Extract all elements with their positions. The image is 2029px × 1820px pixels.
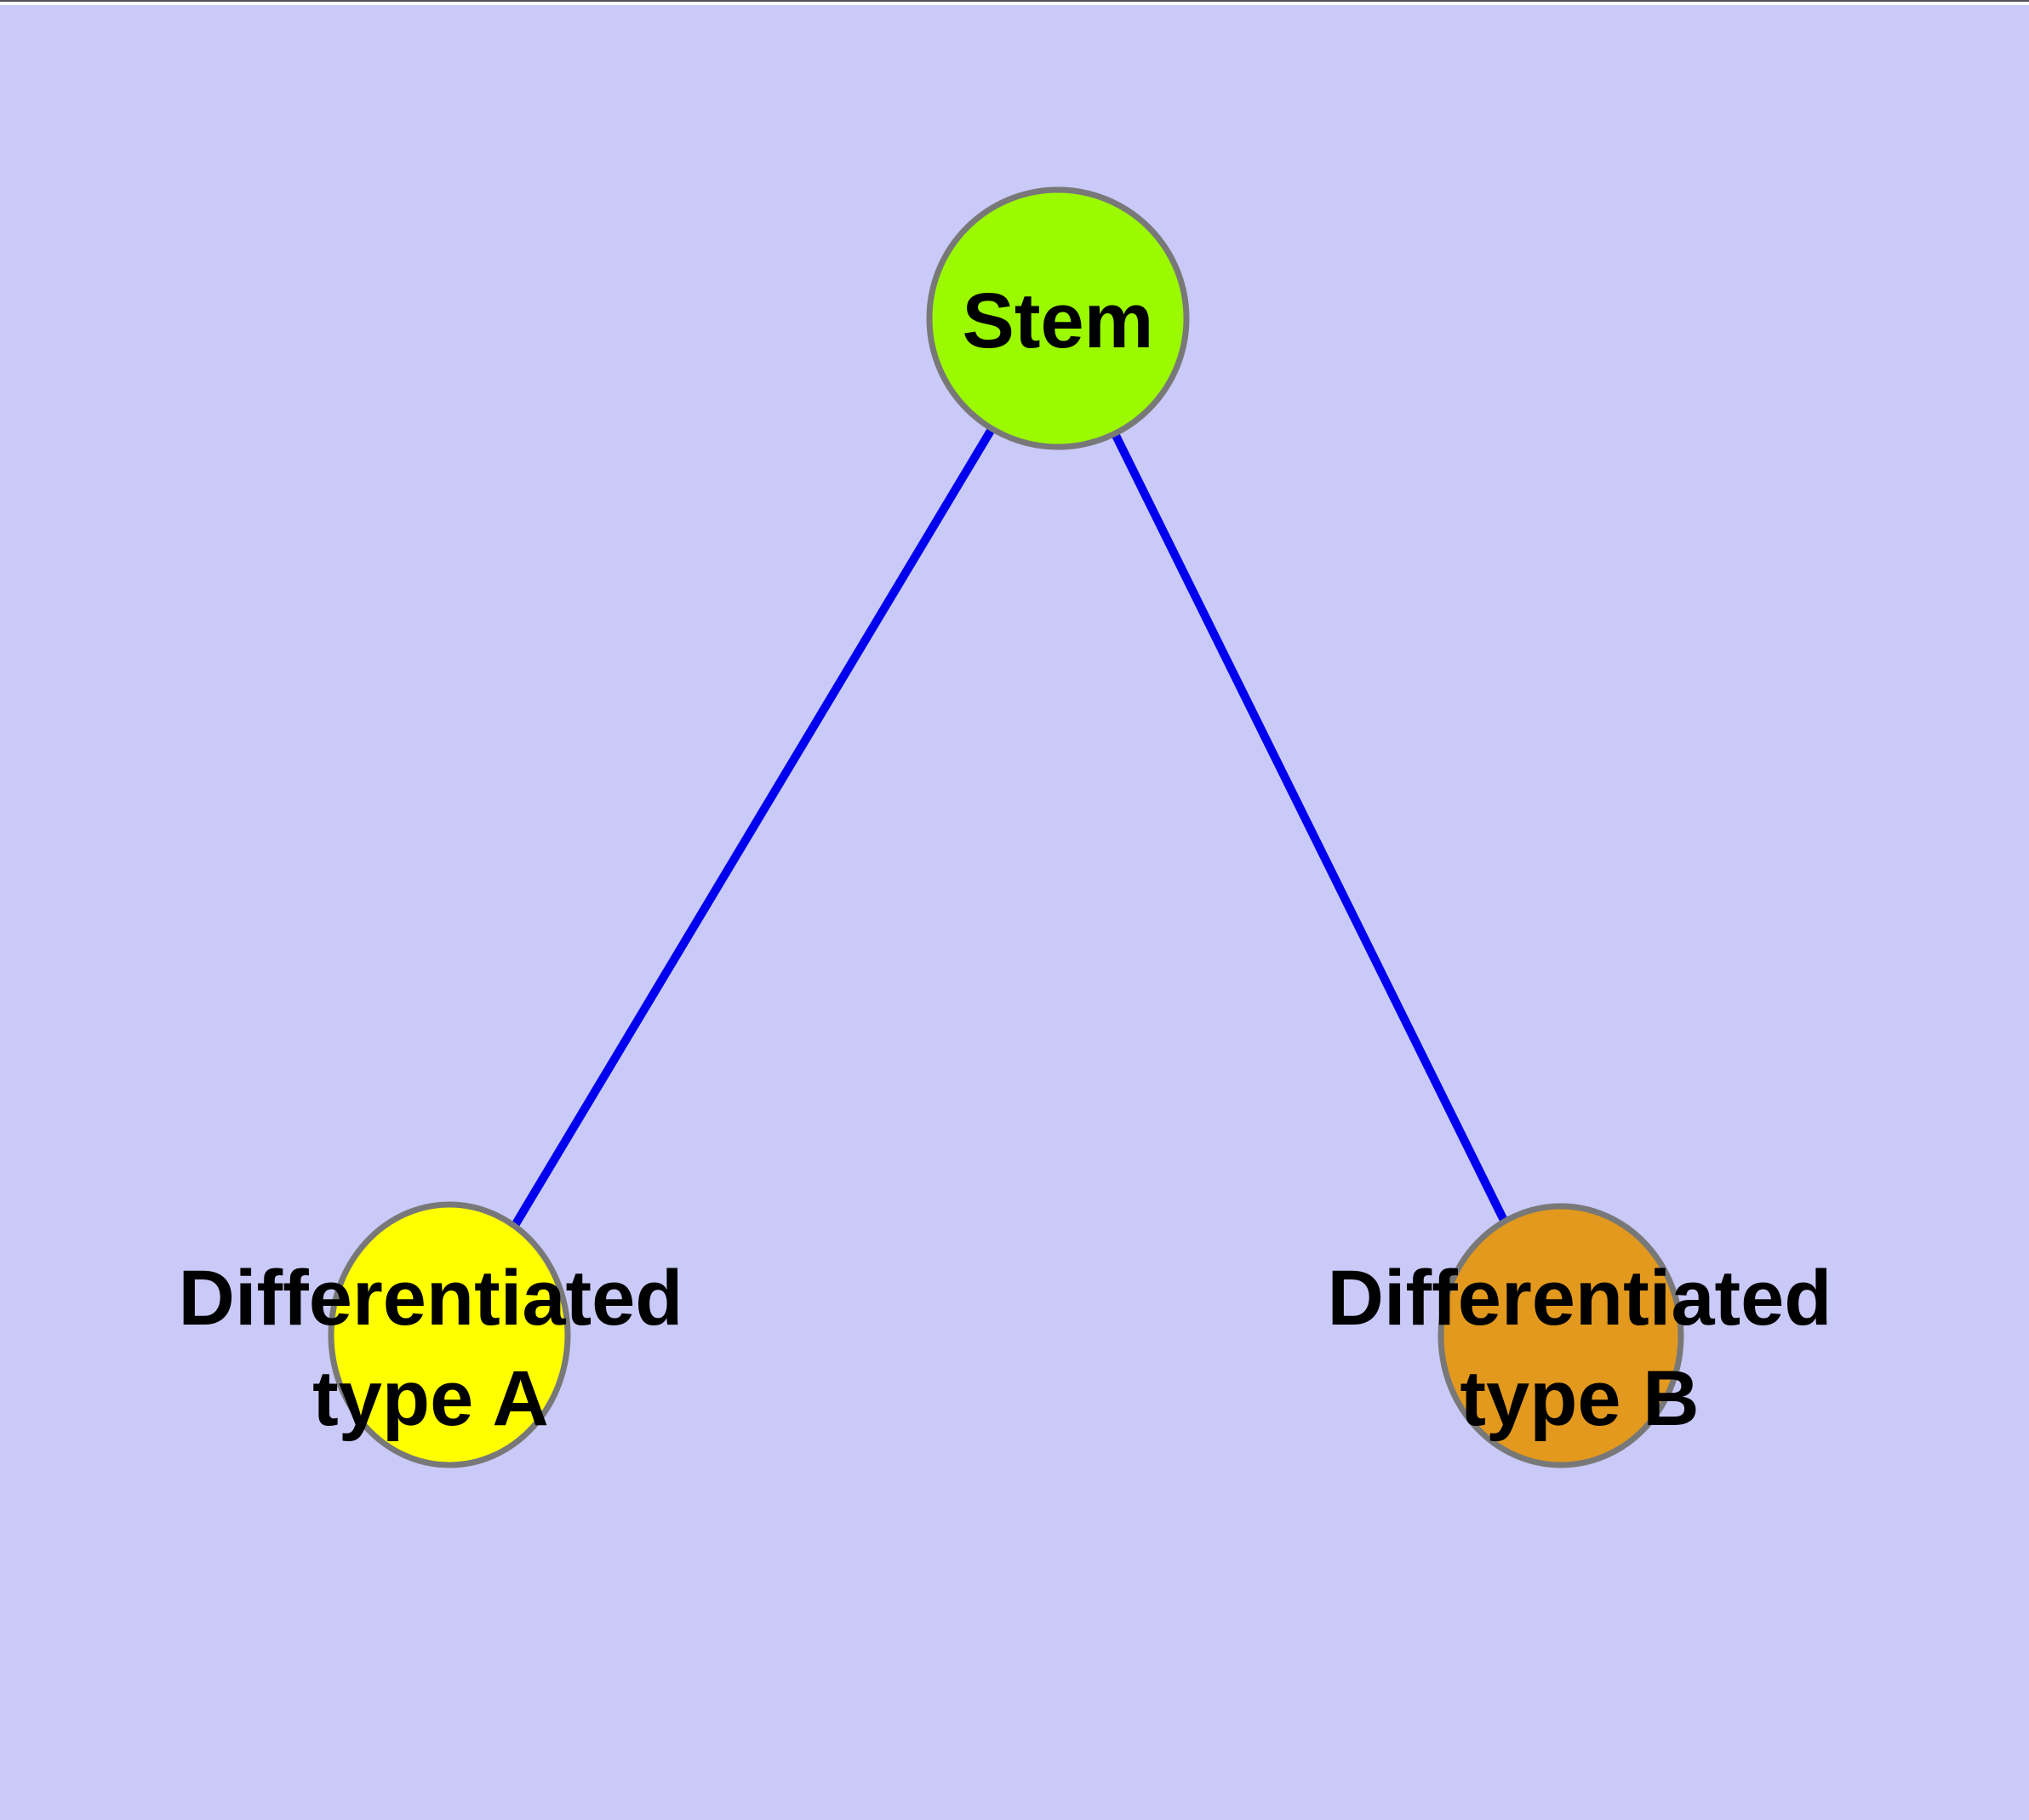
- edge-stem-to-typeB: [1054, 316, 1565, 1338]
- typeB-node: [1437, 1203, 1684, 1468]
- stem-node: [926, 186, 1190, 450]
- typeA-node: [328, 1201, 571, 1468]
- typeB-node-label-line2: type B: [1460, 1355, 1699, 1442]
- stem-node-label: Stem: [963, 278, 1154, 364]
- typeB-node-label-line1: Differentiated: [1328, 1255, 1832, 1342]
- window-top-edge-gap: [0, 2, 2029, 5]
- window-top-edge-line: [0, 0, 2029, 2]
- edge-stem-to-typeA: [445, 316, 1062, 1337]
- typeA-node-label-line2: type A: [312, 1355, 549, 1442]
- typeA-node-label-line1: Differentiated: [179, 1255, 683, 1342]
